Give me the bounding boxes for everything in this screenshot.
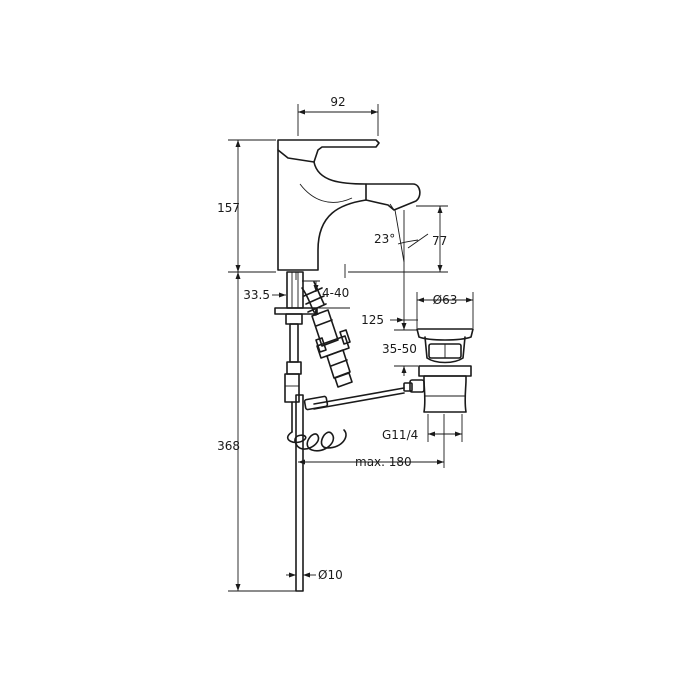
label-rod-dia: Ø10 [318,568,343,582]
label-spout-angle: 23° [374,232,395,246]
label-waste-thread: G11/4 [382,428,418,442]
label-mount-dia: 33.5 [243,288,270,302]
popup-waste [303,328,474,413]
fixing-assembly [274,271,347,592]
label-tap-height: 157 [217,201,240,215]
tap-body [277,139,421,280]
hose-connector [301,281,353,388]
label-waste-dia: Ø63 [433,293,458,307]
label-spout-reach: 125 [361,313,384,327]
label-waste-range: 35-50 [382,342,417,356]
label-deck-thickness: 4-40 [322,286,349,300]
label-outlet-height: 77 [432,234,447,248]
label-spout-projection: 92 [330,95,345,109]
dimension-labels: 92 157 368 33.5 4-40 77 23° 125 Ø63 35-5… [217,95,457,582]
dimension-lines [228,104,474,592]
label-rod-length: max. 180 [355,455,412,469]
label-total-height: 368 [217,439,240,453]
